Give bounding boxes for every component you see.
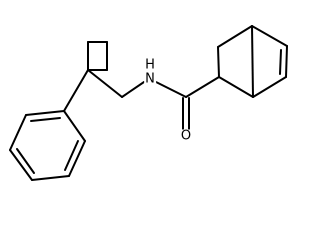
bond <box>285 45 288 78</box>
bond <box>252 76 287 98</box>
bond <box>185 76 220 98</box>
nitrogen-atom-label: N <box>144 71 156 87</box>
bond <box>218 76 254 98</box>
bond <box>25 110 65 116</box>
bond <box>16 148 35 174</box>
bond <box>63 69 89 112</box>
bond <box>63 110 86 142</box>
bond <box>251 25 254 98</box>
bond <box>64 140 79 171</box>
bond <box>30 117 61 122</box>
bond <box>9 149 33 181</box>
bond <box>121 81 145 98</box>
bond <box>217 25 253 48</box>
nitrogen-hydrogen-label: H <box>144 57 156 73</box>
oxygen-atom-label: O <box>179 128 193 144</box>
bond <box>251 25 288 47</box>
bond <box>68 140 86 177</box>
bond <box>279 49 282 75</box>
bond <box>87 69 123 98</box>
bond <box>9 114 27 151</box>
bond-lines <box>9 25 288 181</box>
molecule-diagram: H N O <box>9 25 288 181</box>
bond <box>155 81 187 98</box>
bond <box>31 175 70 181</box>
bond <box>217 46 220 78</box>
